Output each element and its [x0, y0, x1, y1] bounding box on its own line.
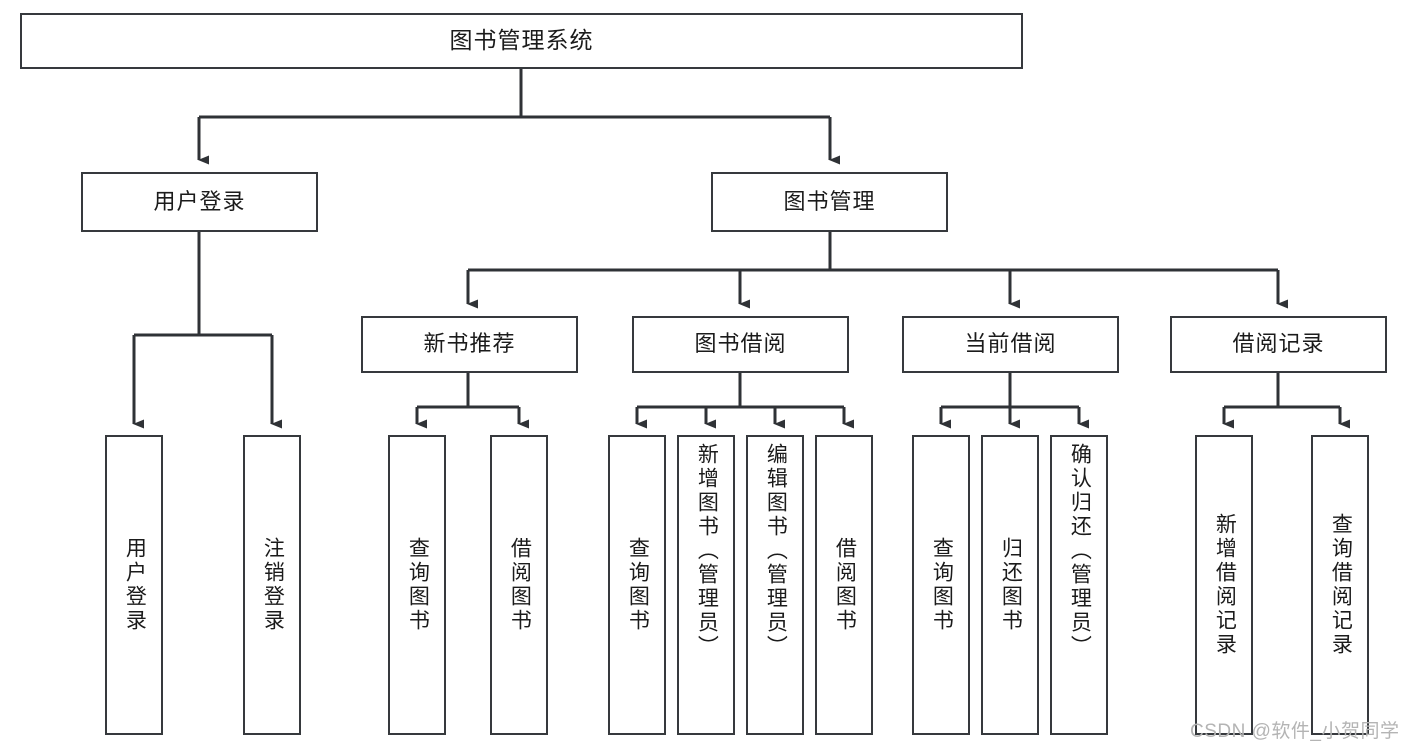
leaf-query-book-3-label: 查询图书: [930, 537, 954, 633]
node-root[interactable]: 图书管理系统: [20, 13, 1023, 69]
leaf-add-record[interactable]: 新增借阅记录: [1195, 435, 1253, 735]
leaf-query-book-1[interactable]: 查询图书: [388, 435, 446, 735]
leaf-borrow-book-2[interactable]: 借阅图书: [815, 435, 873, 735]
leaf-query-book-2-label: 查询图书: [626, 537, 650, 633]
node-borrow-record-label: 借阅记录: [1232, 331, 1325, 357]
leaf-logout-label: 注销登录: [261, 537, 285, 633]
leaf-query-book-3[interactable]: 查询图书: [912, 435, 970, 735]
leaf-user-login[interactable]: 用户登录: [105, 435, 163, 735]
leaf-borrow-book-2-label: 借阅图书: [833, 537, 857, 633]
leaf-confirm-return-label: 确认归还（管理员）: [1068, 443, 1092, 659]
leaf-return-book[interactable]: 归还图书: [981, 435, 1039, 735]
node-current-borrow[interactable]: 当前借阅: [902, 316, 1119, 373]
node-current-borrow-label: 当前借阅: [964, 331, 1057, 357]
node-book-manage[interactable]: 图书管理: [711, 172, 948, 232]
node-book-borrow[interactable]: 图书借阅: [632, 316, 849, 373]
leaf-query-book-1-label: 查询图书: [406, 537, 430, 633]
node-root-label: 图书管理系统: [449, 27, 594, 54]
leaf-borrow-book-1-label: 借阅图书: [508, 537, 532, 633]
node-new-book-rec-label: 新书推荐: [423, 331, 516, 357]
leaf-query-record-label: 查询借阅记录: [1329, 513, 1353, 657]
leaf-logout[interactable]: 注销登录: [243, 435, 301, 735]
node-borrow-record[interactable]: 借阅记录: [1170, 316, 1387, 373]
leaf-user-login-label: 用户登录: [123, 537, 147, 633]
leaf-add-book[interactable]: 新增图书（管理员）: [677, 435, 735, 735]
node-book-manage-label: 图书管理: [783, 188, 876, 214]
csdn-watermark: CSDN @软件_小贺同学: [1190, 721, 1400, 742]
leaf-add-record-label: 新增借阅记录: [1213, 513, 1237, 657]
node-new-book-rec[interactable]: 新书推荐: [361, 316, 578, 373]
node-user-login-label: 用户登录: [153, 188, 246, 214]
leaf-add-book-label: 新增图书（管理员）: [695, 443, 719, 659]
node-user-login[interactable]: 用户登录: [81, 172, 318, 232]
leaf-edit-book[interactable]: 编辑图书（管理员）: [746, 435, 804, 735]
leaf-return-book-label: 归还图书: [999, 537, 1023, 633]
leaf-query-book-2[interactable]: 查询图书: [608, 435, 666, 735]
leaf-confirm-return[interactable]: 确认归还（管理员）: [1050, 435, 1108, 735]
leaf-edit-book-label: 编辑图书（管理员）: [764, 443, 788, 659]
leaf-query-record[interactable]: 查询借阅记录: [1311, 435, 1369, 735]
node-book-borrow-label: 图书借阅: [694, 331, 787, 357]
leaf-borrow-book-1[interactable]: 借阅图书: [490, 435, 548, 735]
